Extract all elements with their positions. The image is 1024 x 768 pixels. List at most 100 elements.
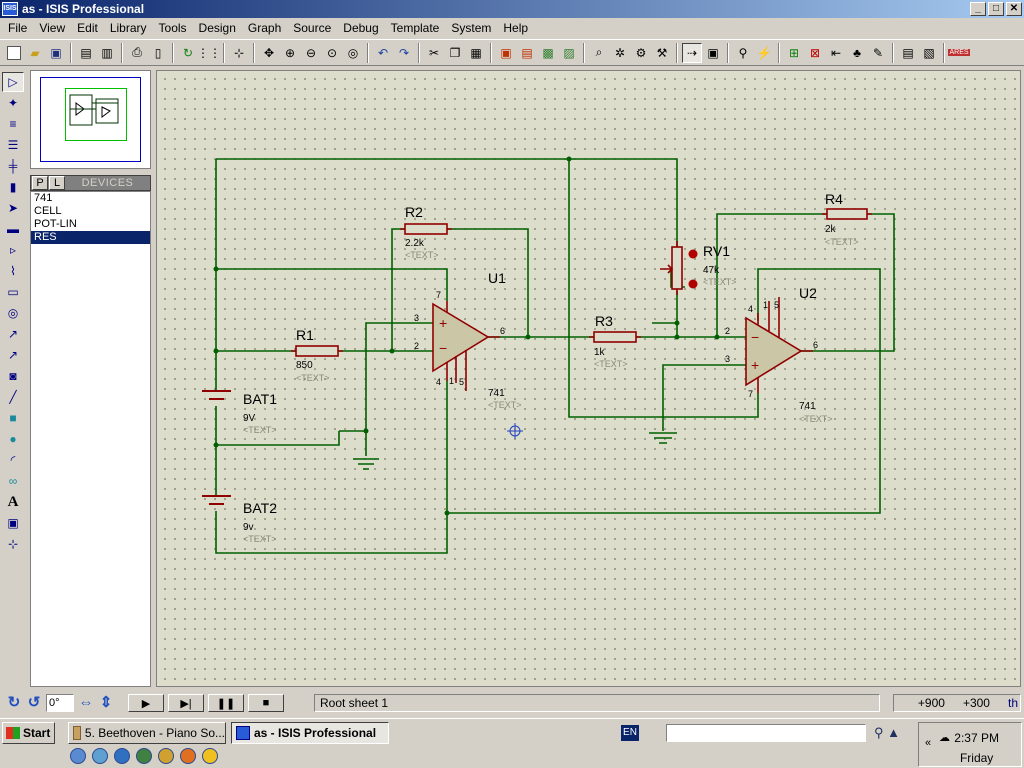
import-section-icon[interactable]: ▤: [80, 45, 92, 60]
pick-device-icon[interactable]: ⌕: [595, 45, 603, 59]
terminals-mode-icon[interactable]: ▬: [7, 222, 19, 236]
r1-body[interactable]: [295, 345, 339, 357]
menu-template[interactable]: Template: [390, 21, 440, 35]
electrical-rule-check-icon[interactable]: ✎: [872, 45, 884, 60]
maximize-button[interactable]: □: [988, 2, 1004, 16]
taskbar-item-media-player[interactable]: 5. Beethoven - Piano So...: [68, 722, 226, 744]
mirror-horizontal-icon[interactable]: ⇔: [78, 694, 94, 711]
zoom-out-icon[interactable]: ⊖: [305, 45, 317, 60]
line-tool-icon[interactable]: ╱: [9, 390, 17, 404]
menu-debug[interactable]: Debug: [343, 21, 379, 35]
pick-devices-tab[interactable]: P: [32, 176, 48, 190]
bill-of-materials-icon[interactable]: ♣: [853, 45, 861, 60]
ares-icon[interactable]: ARES: [948, 49, 970, 56]
arc-tool-icon[interactable]: ◜: [10, 453, 16, 467]
start-button[interactable]: Start: [2, 722, 55, 744]
rotate-anticlockwise-icon[interactable]: ↺: [27, 694, 41, 711]
subcircuit-mode-icon[interactable]: ▮: [9, 180, 17, 194]
text-script-mode-icon[interactable]: ☰: [7, 138, 19, 152]
zoom-all-icon[interactable]: ⊙: [326, 45, 338, 60]
menu-help[interactable]: Help: [503, 21, 529, 35]
op-amp-u2[interactable]: − +: [745, 297, 813, 393]
zoom-in-icon[interactable]: ⊕: [284, 45, 296, 60]
voltage-probe-mode-icon[interactable]: ↗: [7, 327, 19, 341]
wire-label-mode-icon[interactable]: ≡: [9, 117, 17, 131]
menu-design[interactable]: Design: [198, 21, 236, 35]
smiley-icon[interactable]: [202, 748, 218, 764]
menu-graph[interactable]: Graph: [247, 21, 282, 35]
decompose-icon[interactable]: ⚒: [656, 45, 668, 60]
grid-toggle-icon[interactable]: ⋮⋮: [197, 45, 221, 60]
export-section-icon[interactable]: ▥: [101, 45, 113, 60]
device-pins-mode-icon[interactable]: ▹: [9, 243, 17, 257]
path-tool-icon[interactable]: ∞: [8, 474, 18, 488]
virtual-instruments-mode-icon[interactable]: ◙: [9, 369, 17, 383]
rotate-clockwise-icon[interactable]: ↻: [7, 694, 21, 711]
taskbar-search-input[interactable]: [666, 724, 866, 742]
origin-icon[interactable]: ⊹: [233, 45, 245, 60]
close-button[interactable]: ✕: [1006, 2, 1022, 16]
copy-icon[interactable]: ❐: [449, 45, 461, 60]
marker-tool-icon[interactable]: ⊹: [7, 537, 19, 551]
rv1-body[interactable]: [671, 246, 683, 290]
property-assignment-icon[interactable]: ▣: [707, 45, 719, 60]
overview-window[interactable]: [30, 70, 151, 169]
bus-mode-icon[interactable]: ╪: [8, 159, 18, 173]
tape-recorder-mode-icon[interactable]: ▭: [7, 285, 19, 299]
rv1-probe-up[interactable]: [688, 249, 698, 259]
netlist-icon[interactable]: ▤: [902, 45, 914, 60]
step-button[interactable]: ▶|: [168, 694, 204, 712]
r2-body[interactable]: [404, 223, 448, 235]
generator-mode-icon[interactable]: ◎: [7, 306, 19, 320]
selection-mode-icon[interactable]: ➤: [7, 201, 19, 215]
redraw-icon[interactable]: ↻: [182, 45, 194, 60]
goto-sheet-icon[interactable]: ⇤: [830, 45, 842, 60]
circle-tool-icon[interactable]: ●: [9, 432, 17, 446]
print-icon[interactable]: ⎙: [132, 45, 142, 59]
pause-button[interactable]: ❚❚: [208, 694, 244, 712]
cut-icon[interactable]: ✂: [428, 45, 440, 60]
language-indicator[interactable]: EN: [621, 725, 639, 741]
r3-body[interactable]: [593, 331, 637, 343]
search-icon[interactable]: ⚲ ▲: [874, 725, 900, 740]
search-tag-icon[interactable]: ⚲: [738, 45, 748, 60]
new-file-icon[interactable]: [4, 43, 24, 63]
schematic-canvas[interactable]: + − − +: [156, 70, 1021, 687]
rotation-angle-field[interactable]: 0°: [46, 694, 74, 712]
menu-edit[interactable]: Edit: [77, 21, 98, 35]
remove-sheet-icon[interactable]: ⊠: [809, 45, 821, 60]
wire-autorouter-icon[interactable]: ⇢: [682, 42, 702, 63]
battery-bat2[interactable]: [202, 495, 231, 505]
device-item-selected[interactable]: RES: [31, 231, 150, 244]
junction-mode-icon[interactable]: ✦: [7, 96, 19, 110]
zoom-area-icon[interactable]: ◎: [347, 45, 359, 60]
block-rotate-icon[interactable]: ▩: [542, 45, 554, 60]
taskbar-item-isis[interactable]: as - ISIS Professional: [231, 722, 389, 744]
block-move-icon[interactable]: ▤: [521, 45, 533, 60]
minimize-button[interactable]: _: [970, 2, 986, 16]
device-item[interactable]: 741: [34, 192, 53, 204]
play-button[interactable]: ▶: [128, 694, 164, 712]
paste-icon[interactable]: ▦: [470, 45, 482, 60]
make-device-icon[interactable]: ✲: [614, 45, 626, 60]
menu-tools[interactable]: Tools: [158, 21, 187, 35]
text-tool-icon[interactable]: A: [7, 493, 19, 510]
app-shortcut-icon[interactable]: [158, 748, 174, 764]
battery-bat1[interactable]: [202, 390, 231, 400]
save-icon[interactable]: ▣: [50, 45, 62, 60]
block-copy-icon[interactable]: ▣: [500, 45, 512, 60]
redo-icon[interactable]: ↷: [398, 45, 410, 60]
symbol-tool-icon[interactable]: ▣: [7, 516, 19, 530]
messenger-icon[interactable]: [136, 748, 152, 764]
menu-source[interactable]: Source: [293, 21, 332, 35]
set-area-icon[interactable]: ▯: [154, 45, 162, 60]
component-mode-icon[interactable]: ▷: [2, 72, 24, 92]
mirror-vertical-icon[interactable]: ⇕: [99, 694, 113, 711]
library-manager-tab[interactable]: L: [49, 176, 65, 190]
graph-mode-icon[interactable]: ⌇: [10, 264, 16, 278]
menu-view[interactable]: View: [39, 21, 66, 35]
open-folder-icon[interactable]: ▰: [30, 45, 40, 60]
r4-body[interactable]: [826, 208, 868, 220]
device-item[interactable]: CELL: [34, 205, 62, 217]
property-tool-icon[interactable]: ⚡: [756, 45, 772, 60]
